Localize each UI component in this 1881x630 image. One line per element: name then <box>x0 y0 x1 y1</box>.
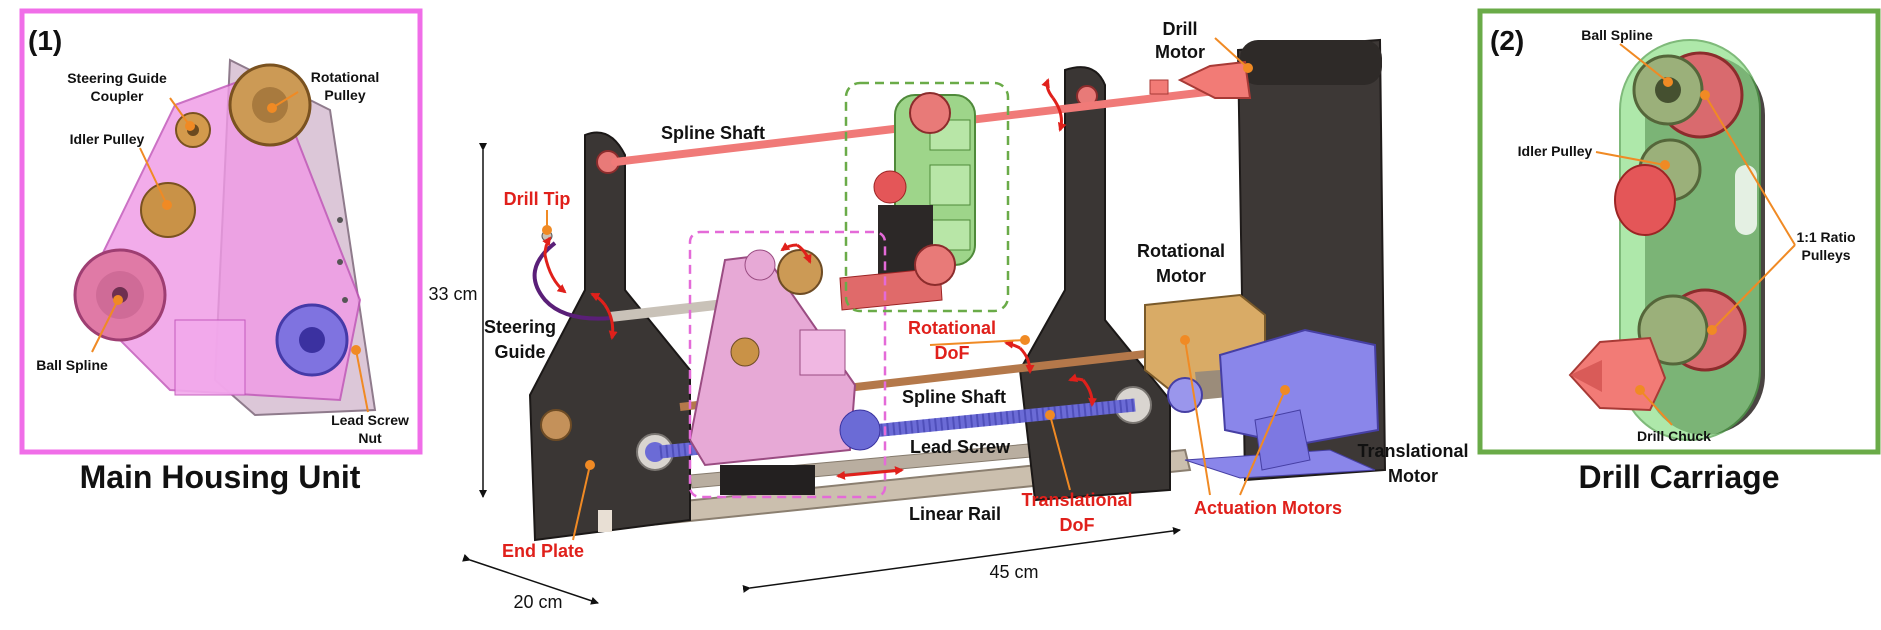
label-steering-guide-line2: Guide <box>494 342 545 362</box>
label-ratio-pulleys-line1: 1:1 Ratio <box>1796 229 1855 245</box>
label-end-plate: End Plate <box>502 541 584 561</box>
label-rotational-dof-line2: DoF <box>935 343 970 363</box>
panel2-caption: Drill Carriage <box>1579 459 1780 495</box>
label-rotational-motor-line1: Rotational <box>1137 241 1225 261</box>
label-length-dimension: 45 cm <box>989 562 1038 582</box>
depth-dimension-line <box>462 553 599 605</box>
label-ball-spline: Ball Spline <box>36 357 108 373</box>
panel2-number: (2) <box>1490 25 1524 56</box>
panel1-leaders <box>91 91 369 413</box>
label-drill-chuck: Drill Chuck <box>1637 428 1711 444</box>
label-steering-guide-line1: Steering <box>484 317 556 337</box>
label-rotational-dof-line1: Rotational <box>908 318 996 338</box>
carriage-highlight-box <box>844 81 1010 313</box>
assembly-render <box>528 38 1387 542</box>
label-steering-coupler-line2: Coupler <box>91 88 144 104</box>
label-carriage-ball-spline: Ball Spline <box>1581 27 1653 43</box>
panel-drill-carriage: (2) Ball Spline Idler Pulley 1:1 Ratio P… <box>1477 8 1881 495</box>
label-rotational-motor-line2: Motor <box>1156 266 1206 286</box>
dimension-lines <box>462 143 1181 605</box>
steering-tube <box>532 241 613 321</box>
label-actuation-motors: Actuation Motors <box>1194 498 1342 518</box>
label-translational-dof-line1: Translational <box>1021 490 1132 510</box>
assembly-leaders <box>542 37 1290 541</box>
label-carriage-idler-pulley: Idler Pulley <box>1518 143 1593 159</box>
label-translational-dof-line2: DoF <box>1060 515 1095 535</box>
label-lead-screw-nut-line2: Nut <box>358 430 382 446</box>
label-drill-tip: Drill Tip <box>504 189 571 209</box>
label-idler-pulley: Idler Pulley <box>70 131 145 147</box>
label-steering-coupler-line1: Steering Guide <box>67 70 167 86</box>
length-dimension-line <box>742 526 1181 593</box>
label-height-dimension: 33 cm <box>428 284 477 304</box>
label-lead-screw: Lead Screw <box>910 437 1011 457</box>
label-ratio-pulleys-line2: Pulleys <box>1801 247 1850 263</box>
label-rotational-pulley-line1: Rotational <box>311 69 379 85</box>
label-linear-rail: Linear Rail <box>909 504 1001 524</box>
label-spline-shaft-mid: Spline Shaft <box>902 387 1006 407</box>
panel1-caption: Main Housing Unit <box>80 459 361 495</box>
assembly-labels: Drill Motor Spline Shaft Drill Tip Steer… <box>428 19 1468 612</box>
translational-motor <box>1218 328 1380 447</box>
panel-main-housing: (1) Steering Guide Coupler Rotational Pu… <box>19 8 423 495</box>
panel1-number: (1) <box>28 25 62 56</box>
motion-arrows <box>542 78 1098 480</box>
middle-end-plate <box>1018 66 1171 502</box>
panel2-leaders <box>1595 43 1796 426</box>
label-depth-dimension: 20 cm <box>513 592 562 612</box>
label-drill-motor-line2: Motor <box>1155 42 1205 62</box>
label-translational-motor-line1: Translational <box>1357 441 1468 461</box>
carriage-render <box>1568 39 1765 441</box>
label-drill-motor-line1: Drill <box>1162 19 1197 39</box>
label-rotational-pulley-line2: Pulley <box>324 87 365 103</box>
label-translational-motor-line2: Motor <box>1388 466 1438 486</box>
label-lead-screw-nut-line1: Lead Screw <box>331 412 409 428</box>
label-spline-shaft-top: Spline Shaft <box>661 123 765 143</box>
